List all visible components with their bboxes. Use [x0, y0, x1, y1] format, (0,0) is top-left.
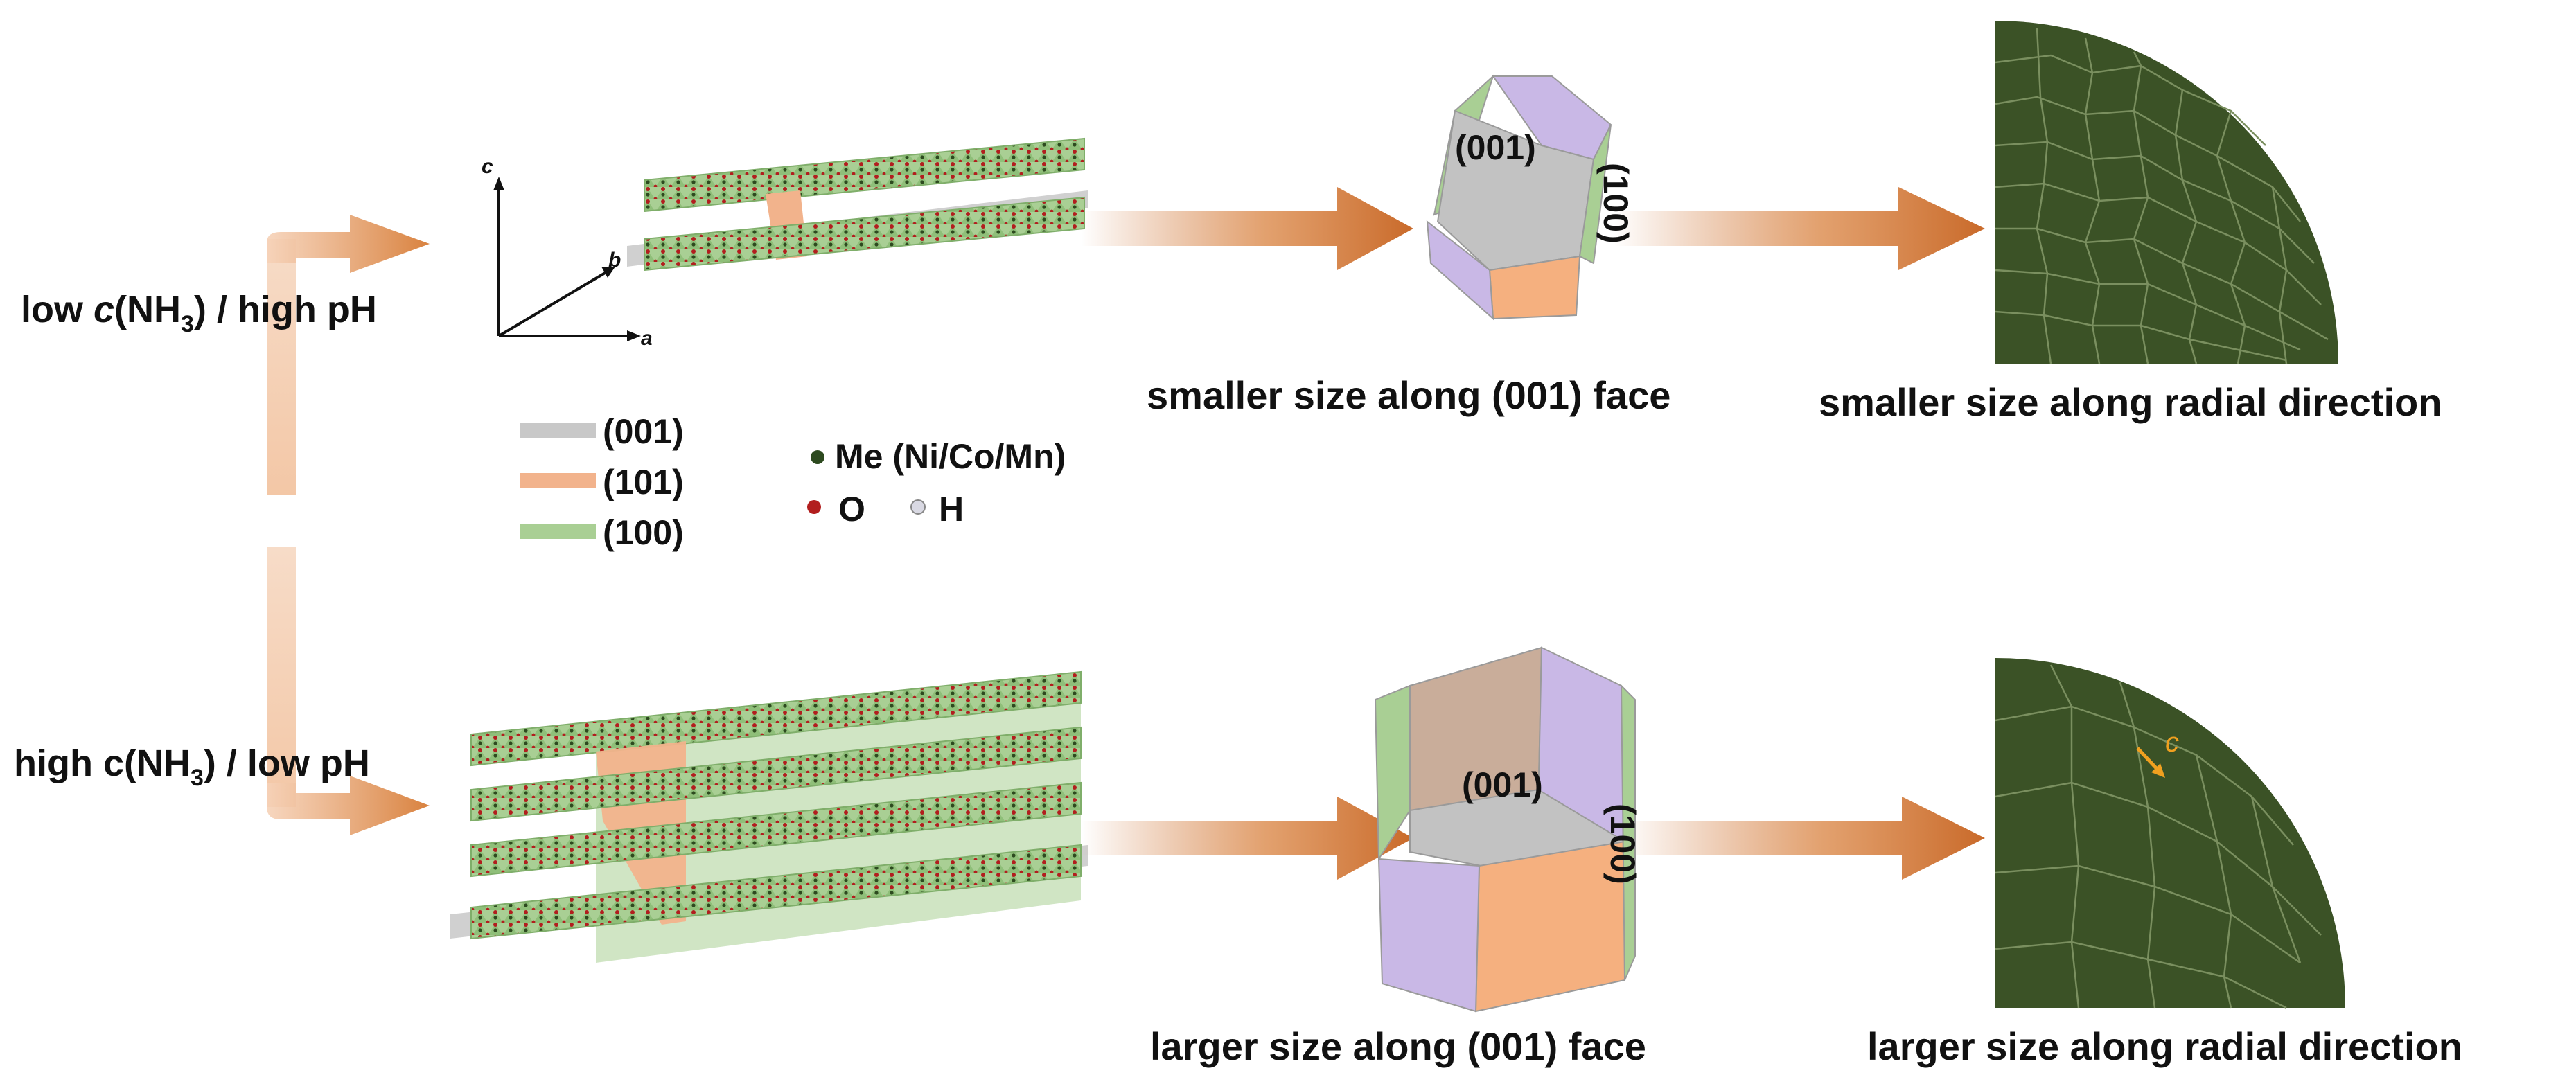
- crystal-axes: [497, 184, 634, 337]
- legend-swatch-101: [520, 473, 596, 488]
- crystal-face-green-right: [1620, 684, 1636, 981]
- crystal-thick-face-100: (100): [1603, 803, 1642, 885]
- crystal-thin-face-001: (001): [1455, 128, 1536, 167]
- crystal-face-green: [1374, 684, 1411, 862]
- grain-boundaries: [1995, 664, 2322, 1009]
- particle-quadrant: [1995, 21, 2338, 364]
- arrow-crystal-to-particle-top: [1614, 187, 1985, 270]
- layer-slab: [644, 137, 1085, 213]
- crystal-thin-face-100: (100): [1596, 163, 1635, 244]
- layer-slab: [644, 196, 1085, 272]
- caption-small-radial: smaller size along radial direction: [1819, 380, 2442, 424]
- legend-label-001: (001): [603, 412, 684, 451]
- crystal-thick: [1374, 646, 1636, 1013]
- atom-o-label: O: [838, 490, 865, 528]
- particle-coarse-grains: c: [1995, 658, 2345, 1009]
- branch-arrow-lower: [267, 776, 430, 835]
- atom-me-marker: [811, 450, 824, 464]
- caption-large-radial: larger size along radial direction: [1867, 1024, 2462, 1068]
- legend-label-101: (101): [603, 463, 684, 501]
- layer-slab: [470, 726, 1082, 822]
- legend-swatch-100: [520, 524, 596, 539]
- axis-c-arrowhead: [493, 177, 504, 190]
- axis-b-label: b: [608, 249, 621, 272]
- atom-h-label: H: [939, 490, 964, 528]
- branch-stem-upper: [267, 239, 296, 495]
- axis-a-label: a: [641, 327, 653, 350]
- layer-slab: [470, 670, 1082, 767]
- axis-a-arrowhead: [627, 330, 641, 341]
- crystal-face-green-right: [1578, 124, 1612, 265]
- particle-fine-grains: [1995, 21, 2338, 364]
- layer-slab: [470, 781, 1082, 878]
- arrow-structure-to-crystal-bottom: [1081, 797, 1413, 880]
- atom-o-marker: [807, 500, 821, 514]
- branch-stem-lower: [267, 547, 296, 807]
- crystal-thick-face-001: (001): [1462, 765, 1543, 804]
- crystal-face-purple-lower: [1377, 858, 1481, 1013]
- c-axis-label: c: [2165, 727, 2179, 758]
- caption-small-face: smaller size along (001) face: [1147, 373, 1670, 417]
- branch-arrow-upper: [267, 215, 430, 273]
- layered-structure-thick: [450, 670, 1088, 963]
- condition-low-ammonia: low c(NH3) / high pH: [21, 289, 377, 337]
- grain-boundaries: [1995, 27, 2329, 364]
- particle-quadrant: [1995, 658, 2345, 1008]
- crystal-thin: [1426, 73, 1612, 321]
- arrow-crystal-to-particle-bottom: [1621, 797, 1985, 880]
- arrow-structure-to-crystal-top: [1081, 187, 1413, 270]
- axis-b-arrowhead: [601, 267, 615, 278]
- atom-me-label: Me (Ni/Co/Mn): [835, 437, 1066, 476]
- branch-arrows: [267, 215, 430, 835]
- layer-slab: [470, 844, 1082, 940]
- c-axis-marker: [2136, 747, 2160, 772]
- legend-label-100: (100): [603, 513, 684, 552]
- c-axis-marker-head: [2151, 763, 2165, 778]
- growth-arrows: [1081, 187, 1985, 880]
- layered-structure-thin: [627, 137, 1088, 272]
- plane-legend: (001) (101) (100): [520, 412, 684, 552]
- crystal-face-purple-lower: [1426, 220, 1494, 321]
- axis-c-label: c: [482, 155, 493, 178]
- caption-large-face: larger size along (001) face: [1150, 1024, 1646, 1068]
- atom-legend: Me (Ni/Co/Mn) O H: [807, 437, 1066, 528]
- crystal-face-orange: [1474, 840, 1625, 1013]
- condition-high-ammonia: high c(NH3) / low pH: [14, 743, 370, 791]
- legend-swatch-001: [520, 423, 596, 438]
- atom-h-marker: [910, 499, 926, 515]
